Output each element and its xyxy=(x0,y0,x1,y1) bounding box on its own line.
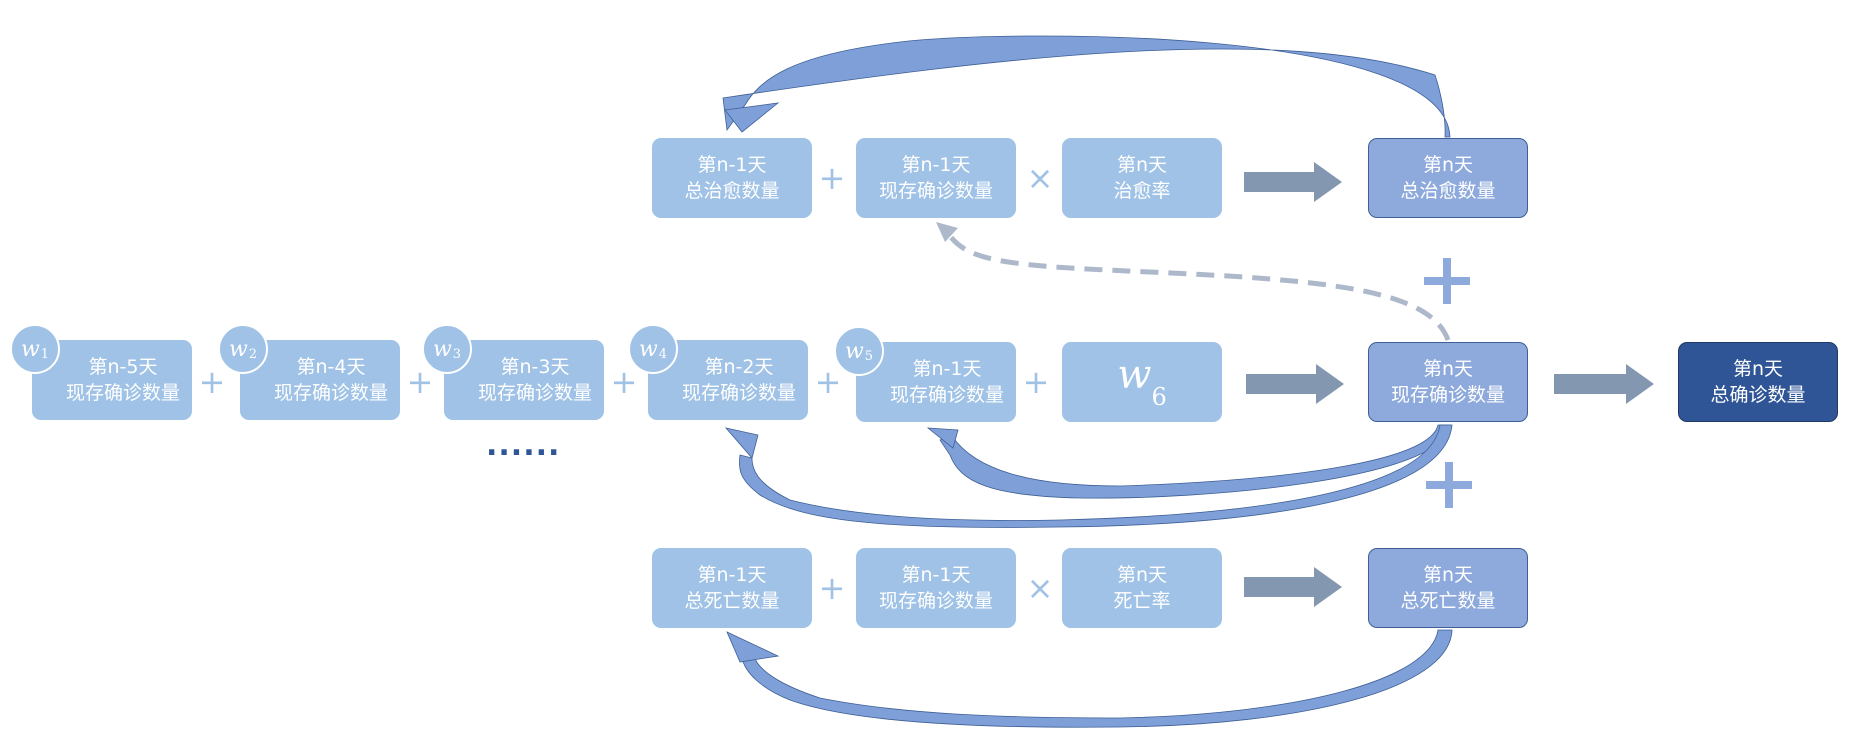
box-line1: 第n天 xyxy=(1732,358,1784,380)
box-line1: 第n天 xyxy=(1422,358,1474,380)
box-line1: 第n-1天 xyxy=(912,358,982,380)
weight-symbol: w xyxy=(432,336,452,362)
box-prev-total-deaths: 第n-1天 总死亡数量 xyxy=(652,548,812,628)
feedback-head-w5 xyxy=(926,427,959,449)
box-death-rate: 第n天 死亡率 xyxy=(1062,548,1222,628)
top-feedback-curve xyxy=(722,35,1451,138)
bias-symbol: w xyxy=(1117,352,1152,398)
weight-subscript: 5 xyxy=(864,348,874,364)
plus-operator: + xyxy=(610,363,638,401)
box-line2: 死亡率 xyxy=(1113,590,1171,612)
box-line2: 现存确诊数量 xyxy=(681,382,796,404)
box-line1: 第n-1天 xyxy=(901,564,971,586)
arrow-to-final xyxy=(1554,364,1654,404)
weight-subscript: 2 xyxy=(248,346,258,362)
box-line2: 现存确诊数量 xyxy=(878,180,993,202)
arrow-bottom-right xyxy=(1244,567,1342,607)
box-line1: 第n-2天 xyxy=(704,356,774,378)
bottom-feedback-head xyxy=(726,631,780,663)
times-operator: × xyxy=(1026,569,1054,607)
weight-subscript: 4 xyxy=(658,346,668,362)
box-line2: 总死亡数量 xyxy=(684,590,780,612)
arrow-middle-right xyxy=(1246,364,1344,404)
feedback-head-w4 xyxy=(724,427,759,459)
box-line2: 现存确诊数量 xyxy=(878,590,993,612)
box-line2: 治愈率 xyxy=(1113,180,1171,202)
box-line1: 第n-5天 xyxy=(88,356,158,378)
bottom-feedback-curve xyxy=(741,629,1453,728)
feedback-curve-w4 xyxy=(739,424,1453,528)
box-line1: 第n-1天 xyxy=(697,564,767,586)
box-line2: 现存确诊数量 xyxy=(1390,384,1505,406)
box-line1: 第n天 xyxy=(1116,154,1168,176)
box-total-confirmed: 第n天 总确诊数量 xyxy=(1678,342,1838,422)
box-line1: 第n天 xyxy=(1116,564,1168,586)
dashed-feedback-head xyxy=(936,222,958,242)
weight-symbol: w xyxy=(844,338,864,364)
bias-subscript: 6 xyxy=(1151,383,1167,411)
plus-operator: + xyxy=(198,363,226,401)
box-prev-total-recovered: 第n-1天 总治愈数量 xyxy=(652,138,812,218)
sum-plus-top xyxy=(1424,258,1470,304)
plus-operator: + xyxy=(814,363,842,401)
box-total-deaths: 第n天 总死亡数量 xyxy=(1368,548,1528,628)
box-prev-active-cases-bottom: 第n-1天 现存确诊数量 xyxy=(856,548,1016,628)
box-line1: 第n天 xyxy=(1422,564,1474,586)
box-prev-active-cases-top: 第n-1天 现存确诊数量 xyxy=(856,138,1016,218)
box-line2: 现存确诊数量 xyxy=(889,384,1004,406)
plus-operator: + xyxy=(818,569,846,607)
sum-plus-bottom xyxy=(1426,462,1472,508)
weight-subscript: 3 xyxy=(452,346,462,362)
box-line1: 第n-1天 xyxy=(901,154,971,176)
dashed-feedback-curve xyxy=(948,234,1451,341)
weight-subscript: 1 xyxy=(40,346,50,362)
box-line1: 第n-3天 xyxy=(500,356,570,378)
box-bias-w6: w6 xyxy=(1062,342,1222,422)
weight-symbol: w xyxy=(638,336,658,362)
box-line2: 总确诊数量 xyxy=(1710,384,1806,406)
feedback-curve-w5 xyxy=(939,424,1451,499)
box-recovery-rate: 第n天 治愈率 xyxy=(1062,138,1222,218)
plus-operator: + xyxy=(406,363,434,401)
box-line1: 第n-1天 xyxy=(697,154,767,176)
plus-operator: + xyxy=(818,159,846,197)
box-line1: 第n天 xyxy=(1422,154,1474,176)
arrow-top-right xyxy=(1244,162,1342,202)
plus-operator: + xyxy=(1022,363,1050,401)
box-line2: 总治愈数量 xyxy=(1400,180,1496,202)
box-line2: 总死亡数量 xyxy=(1400,590,1496,612)
box-total-recovered: 第n天 总治愈数量 xyxy=(1368,138,1528,218)
ellipsis: ...... xyxy=(486,428,561,463)
weight-symbol: w xyxy=(20,336,40,362)
box-line2: 现存确诊数量 xyxy=(477,382,592,404)
times-operator: × xyxy=(1026,159,1054,197)
box-line2: 现存确诊数量 xyxy=(273,382,388,404)
box-line2: 总治愈数量 xyxy=(684,180,780,202)
box-active-cases-today: 第n天 现存确诊数量 xyxy=(1368,342,1528,422)
top-feedback-head xyxy=(724,102,780,133)
weight-symbol: w xyxy=(228,336,248,362)
box-line2: 现存确诊数量 xyxy=(65,382,180,404)
box-line1: 第n-4天 xyxy=(296,356,366,378)
